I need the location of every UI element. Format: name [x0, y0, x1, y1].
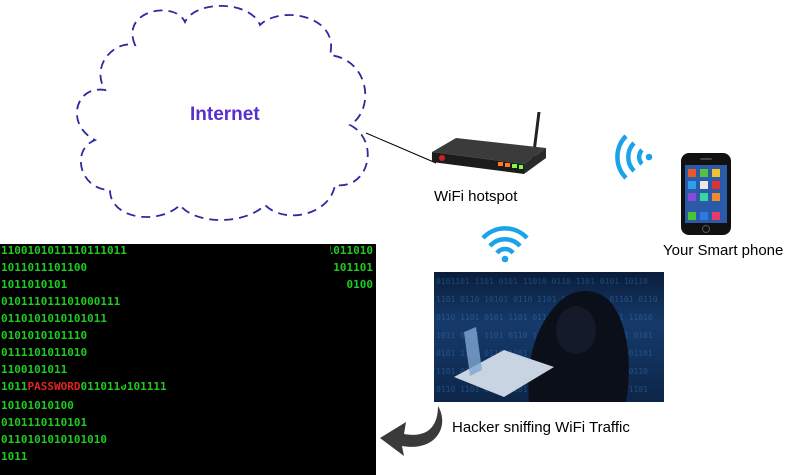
password-text: PASSWORD — [27, 380, 81, 393]
binary-line: 1100101011 — [1, 363, 68, 376]
binary-line: 1011010 — [326, 244, 373, 257]
svg-text:0101101 1101 0101 11010 0110 1: 0101101 1101 0101 11010 0110 1101 0101 1… — [436, 277, 648, 286]
binary-line: 1100101011110111011 — [1, 244, 127, 257]
internet-label: Internet — [190, 104, 260, 125]
smart-phone-label: Your Smart phone — [663, 242, 784, 259]
binary-password-image: 1100101011110111011 1011010 101101110110… — [0, 244, 376, 475]
binary-line: 0100 — [346, 278, 374, 291]
binary-line: 10101010100 — [1, 399, 74, 412]
hacker-image: 0101101 1101 0101 11010 0110 1101 0101 1… — [434, 272, 664, 402]
binary-suffix: 0110110101111 — [80, 380, 167, 393]
router-icon — [432, 111, 546, 174]
wifi-hotspot-label: WiFi hotspot — [434, 188, 518, 205]
binary-line: 1011 — [1, 450, 28, 463]
svg-text:0110 1101 0101 1101 0110 1101: 0110 1101 0101 1101 0110 1101 1011 0101 … — [436, 313, 653, 322]
wifi-icon — [615, 134, 653, 180]
hand-silhouette — [100, 244, 376, 475]
binary-line: 0111101011010 — [1, 346, 88, 359]
password-line: 1011PASSWORD0110110101111 — [1, 380, 167, 393]
hacker-label: Hacker sniffing WiFi Traffic — [452, 419, 630, 436]
binary-line: 101101 — [333, 261, 373, 274]
cloud-icon — [76, 5, 369, 221]
curved-arrow-icon — [380, 406, 443, 456]
wifi-icon — [481, 226, 529, 263]
binary-line: 010111011101000111 — [1, 295, 121, 308]
binary-prefix: 1011 — [1, 380, 28, 393]
binary-line: 0101110110101 — [1, 416, 88, 429]
smartphone-icon — [681, 153, 731, 235]
binary-line: 0110101010101011 — [1, 312, 107, 325]
svg-text:1101 0110 10101 0110 1101 0010: 1101 0110 10101 0110 1101 0010 1101 0110… — [436, 295, 658, 304]
binary-line: 0110101010101010 — [1, 433, 107, 446]
binary-line: 1011011101100 — [1, 261, 88, 274]
binary-line: 1011010101 — [1, 278, 68, 291]
binary-line: 0101010101110 — [1, 329, 88, 342]
